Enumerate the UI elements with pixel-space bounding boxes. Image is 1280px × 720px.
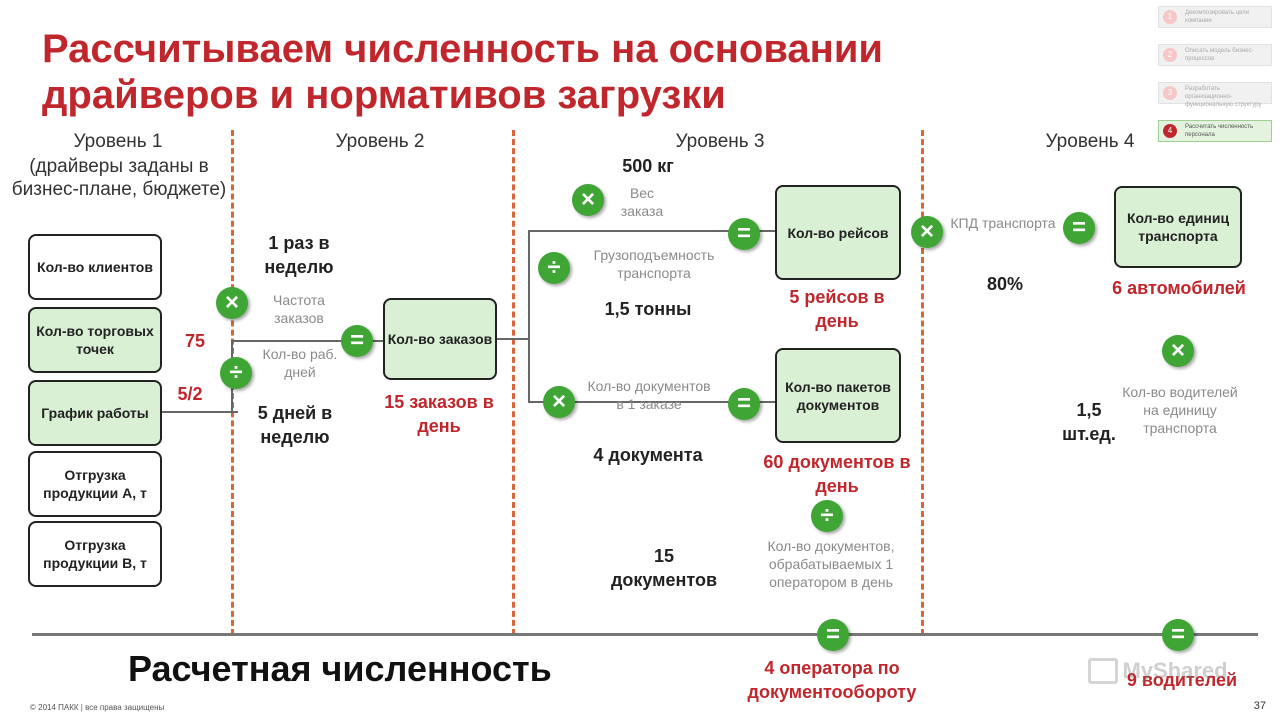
connector-line — [528, 401, 776, 403]
minimap-step-1: 1 Декомпозировать цепи компании — [1158, 6, 1272, 28]
kpd-label: КПД транспорта — [950, 215, 1056, 231]
minimap-step-number: 2 — [1163, 48, 1177, 62]
drivers-per-unit-value: 1,5 шт.ед. — [1062, 400, 1116, 444]
level-1-heading: Уровень 1 — [73, 131, 163, 152]
minimap-step-text: Разработать организационно-функциональну… — [1185, 86, 1262, 108]
equals-icon: = — [1162, 619, 1194, 651]
vehicles-result: 6 автомобилей — [1112, 278, 1246, 298]
docs-per-operator-label: Кол-во документов, обрабатываемых 1 опер… — [767, 538, 895, 590]
connector-line — [497, 338, 529, 340]
multiply-icon: × — [216, 287, 248, 319]
level-4-heading: Уровень 4 — [1045, 131, 1135, 152]
minimap-step-2: 2 Описать модель бизнес-процессов — [1158, 44, 1272, 66]
documents-result: 60 документов в день — [763, 452, 911, 496]
minimap-step-text: Декомпозировать цепи компании — [1185, 10, 1250, 24]
equals-icon: = — [728, 388, 760, 420]
level-3-heading: Уровень 3 — [675, 131, 765, 152]
divide-icon: ÷ — [538, 252, 570, 284]
clients-count-box: Кол-во клиентов — [28, 234, 162, 300]
weight-value: 500 кг — [622, 156, 674, 176]
bottom-rule — [32, 633, 1258, 636]
outlets-value: 75 — [184, 331, 206, 351]
level-1-note: (драйверы заданы в бизнес-плане, бюджете… — [11, 156, 227, 200]
work-days-label: Кол-во раб. дней — [262, 346, 338, 380]
schedule-value-wrap: 5/2 — [160, 382, 220, 406]
box-label: Кол-во торговых точек — [36, 323, 154, 357]
minimap-step-number: 1 — [1163, 10, 1177, 24]
multiply-icon: × — [543, 386, 575, 418]
work-schedule-box: График работы — [28, 380, 162, 446]
equals-icon: = — [817, 619, 849, 651]
box-label: Отгрузка продукции А, т — [43, 467, 147, 501]
level-divider — [921, 130, 924, 635]
box-label: Кол-во пакетов документов — [785, 378, 891, 413]
calculated-headcount-label: Расчетная численность — [128, 648, 552, 689]
minimap-step-3: 3 Разработать организационно-функциональн… — [1158, 82, 1272, 108]
orders-result: 15 заказов в день — [384, 392, 494, 436]
capacity-value: 1,5 тонны — [604, 299, 692, 319]
schedule-value: 5/2 — [177, 384, 203, 404]
divide-icon: ÷ — [811, 500, 843, 532]
minimap-step-number: 4 — [1163, 124, 1177, 138]
connector-line — [528, 230, 530, 402]
frequency-label: Частота заказов — [273, 292, 325, 326]
equals-icon: = — [1063, 212, 1095, 244]
drivers-per-unit-label: Кол-во водителей на единицу транспорта — [1122, 384, 1238, 436]
equals-icon: = — [341, 325, 373, 357]
divide-icon: ÷ — [220, 357, 252, 389]
page-title: Рассчитываем численность на основании др… — [42, 27, 884, 117]
docs-per-operator-value: 15 документов — [610, 546, 718, 590]
operators-result: 4 оператора по документообороту — [747, 658, 917, 702]
box-label: Отгрузка продукции В, т — [43, 537, 147, 571]
level-2-heading: Уровень 2 — [335, 131, 425, 152]
weight-label: Вес заказа — [620, 185, 664, 219]
watermark-text: MyShared — [1122, 658, 1228, 683]
kpd-value: 80% — [986, 274, 1024, 294]
connector-line — [162, 411, 238, 413]
trips-result: 5 рейсов в день — [789, 287, 885, 331]
orders-count-box: Кол-во заказов — [383, 298, 497, 380]
box-label: Кол-во рейсов — [787, 224, 889, 241]
document-packs-box: Кол-во пакетов документов — [775, 348, 901, 443]
shipment-a-box: Отгрузка продукции А, т — [28, 451, 162, 517]
outlets-count-box: Кол-во торговых точек — [28, 307, 162, 373]
transport-units-box: Кол-во единиц транспорта — [1114, 186, 1242, 268]
multiply-icon: × — [911, 216, 943, 248]
minimap-step-number: 3 — [1163, 86, 1177, 100]
outlets-value-wrap: 75 — [160, 329, 230, 353]
page-number: 37 — [1253, 700, 1266, 712]
trips-count-box: Кол-во рейсов — [775, 185, 901, 280]
level-divider — [512, 130, 515, 635]
box-label: Кол-во заказов — [387, 331, 493, 347]
drivers-result: 9 водителей — [1126, 670, 1238, 690]
connector-line — [231, 340, 383, 342]
multiply-icon: × — [572, 184, 604, 216]
minimap-step-text: Описать модель бизнес-процессов — [1185, 48, 1254, 62]
connector-line — [528, 230, 776, 232]
shipment-b-box: Отгрузка продукции В, т — [28, 521, 162, 587]
frequency-value: 1 раз в неделю — [264, 233, 334, 277]
watermark: MyShared — [1088, 658, 1248, 690]
equals-icon: = — [728, 218, 760, 250]
minimap-step-4: 4 Рассчитать численность персонала — [1158, 120, 1272, 142]
work-days-value: 5 дней в неделю — [257, 403, 333, 447]
watermark-logo-icon — [1088, 658, 1118, 684]
box-label: Кол-во единиц транспорта — [1126, 210, 1230, 244]
capacity-label: Грузоподъемность транспорта — [574, 246, 734, 282]
box-label: Кол-во клиентов — [37, 259, 153, 275]
docs-per-order-value: 4 документа — [593, 445, 703, 465]
multiply-icon: × — [1162, 335, 1194, 367]
footer-copyright: © 2014 ПАКК | все права защищены — [30, 703, 165, 712]
box-label: График работы — [41, 405, 149, 421]
docs-per-order-label: Кол-во документов в 1 заказе — [587, 378, 711, 412]
minimap-step-text: Рассчитать численность персонала — [1185, 124, 1254, 138]
